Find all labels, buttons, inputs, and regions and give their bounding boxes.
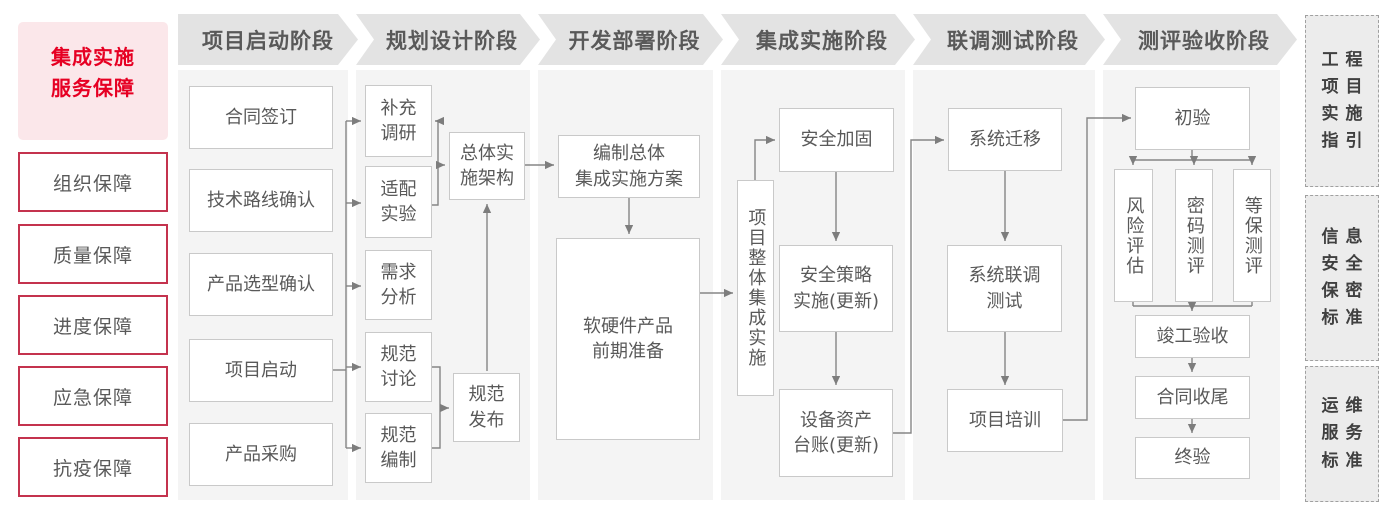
flow-box-risk-assessment: 风险评估: [1114, 169, 1153, 302]
stage-header-dev-deployment: 开发部署阶段: [538, 14, 723, 65]
flow-box-mlps-evaluation: 等保测评: [1233, 169, 1271, 302]
flow-box-supplementary-research: 补充 调研: [365, 85, 432, 157]
flow-box-requirement-analysis: 需求 分析: [365, 250, 432, 320]
flow-box-product-procurement: 产品采购: [189, 423, 333, 486]
flow-box-contract-closure: 合同收尾: [1135, 376, 1250, 419]
flow-box-spec-compilation: 规范 编制: [365, 413, 432, 483]
flow-box-security-hardening: 安全加固: [779, 108, 894, 172]
reference-infosec-confidentiality-standard: 信息 安全 保密 标准: [1305, 195, 1379, 361]
flow-box-overall-impl-architecture: 总体实 施架构: [449, 132, 525, 200]
flow-box-spec-release: 规范 发布: [453, 373, 520, 442]
flow-box-crypto-evaluation: 密码测评: [1175, 169, 1213, 302]
reference-om-service-standard: 运维 服务 标准: [1305, 366, 1379, 502]
flow-box-asset-ledger-update: 设备资产 台账(更新): [779, 389, 893, 477]
stage-header-evaluation-acceptance: 测评验收阶段: [1103, 14, 1297, 65]
flow-box-overall-integration-impl: 项目整体集成实施: [737, 180, 774, 396]
stage-header-integration-impl: 集成实施阶段: [721, 14, 915, 65]
flow-box-project-kickoff: 项目启动: [189, 339, 333, 402]
flow-box-product-selection-confirm: 产品选型确认: [189, 253, 333, 316]
sidebar-item-schedule-guarantee: 进度保障: [18, 295, 168, 355]
sidebar-item-quality-guarantee: 质量保障: [18, 224, 168, 284]
flow-box-final-acceptance: 终验: [1135, 437, 1250, 479]
flow-box-system-migration: 系统迁移: [948, 108, 1062, 171]
flow-box-contract-signing: 合同签订: [189, 86, 333, 149]
sidebar-title: 集成实施 服务保障: [18, 22, 168, 140]
flow-box-adaptation-experiment: 适配 实验: [365, 166, 432, 238]
reference-engineering-project-guide: 工程 项目 实施 指引: [1305, 15, 1379, 187]
flow-box-project-training: 项目培训: [947, 389, 1063, 452]
flow-box-initial-acceptance: 初验: [1135, 87, 1250, 150]
flow-box-tech-route-confirm: 技术路线确认: [189, 169, 333, 232]
stage-header-planning-design: 规划设计阶段: [356, 14, 540, 65]
stage-header-joint-testing: 联调测试阶段: [913, 14, 1105, 65]
flow-box-security-policy-impl: 安全策略 实施(更新): [779, 245, 893, 332]
flow-box-completion-acceptance: 竣工验收: [1135, 315, 1250, 358]
sidebar-item-epidemic-guarantee: 抗疫保障: [18, 437, 168, 497]
sidebar-item-emergency-guarantee: 应急保障: [18, 366, 168, 426]
sidebar-item-organization-guarantee: 组织保障: [18, 152, 168, 212]
stage-header-project-kickoff: 项目启动阶段: [178, 14, 358, 65]
flow-box-hw-sw-preparation: 软硬件产品 前期准备: [556, 238, 700, 440]
flow-box-spec-discussion: 规范 讨论: [365, 332, 432, 402]
flow-box-system-joint-testing: 系统联调 测试: [947, 245, 1062, 332]
flow-box-compile-overall-plan: 编制总体 集成实施方案: [558, 135, 700, 198]
